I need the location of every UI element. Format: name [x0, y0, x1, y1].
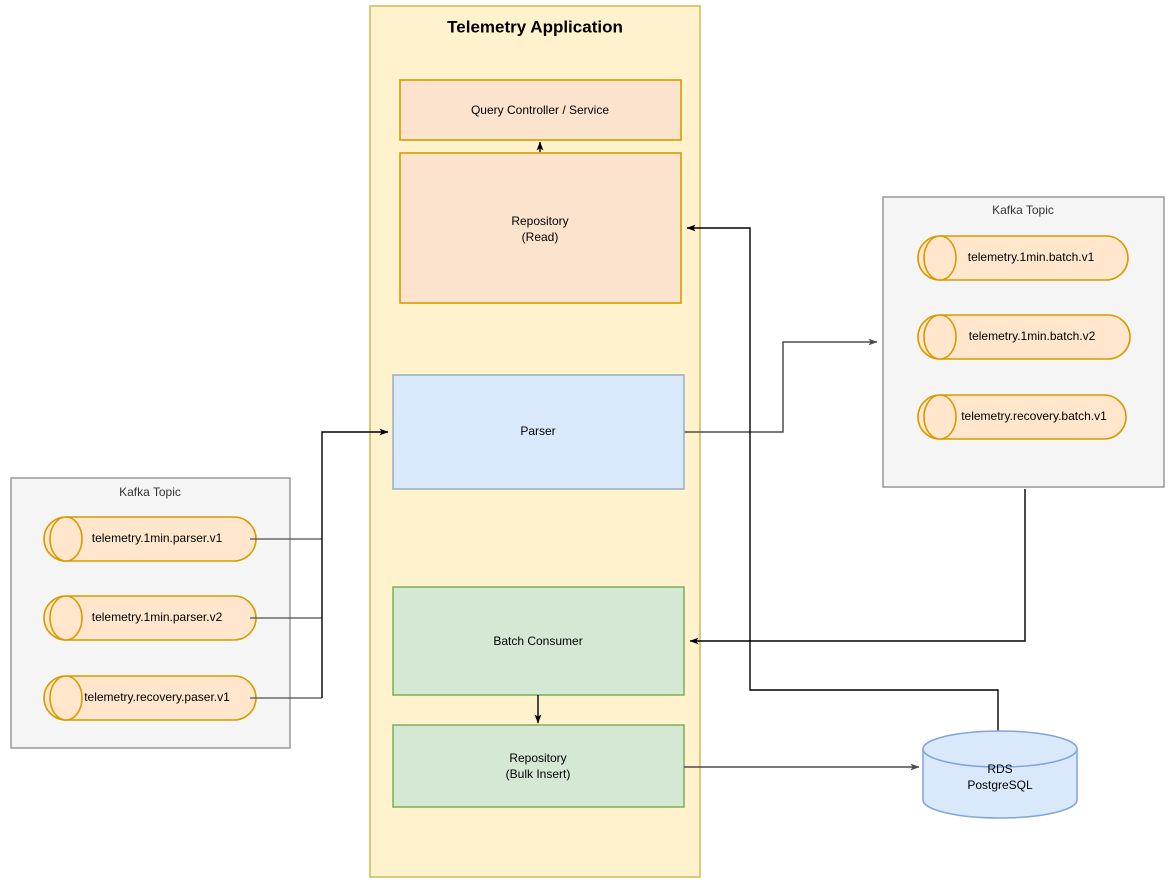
kafka-topic-label: telemetry.recovery.paser.v1	[84, 690, 230, 704]
kafka-topic-telemetry-1min-batch-v2[interactable]: telemetry.1min.batch.v2	[917, 314, 1131, 360]
edge-parser-to-kafka-right	[684, 338, 878, 433]
edge-kafka-right-to-repository-read	[686, 224, 751, 430]
edge-repository-read-to-rds	[749, 430, 999, 733]
node-parser[interactable]: Parser	[392, 374, 685, 490]
page-title: Telemetry Application	[447, 17, 623, 36]
node-query-controller-service[interactable]: Query Controller / Service	[399, 79, 682, 141]
kafka-topic-telemetry-recovery-paser-v1[interactable]: telemetry.recovery.paser.v1	[43, 675, 257, 721]
node-sublabel: (Read)	[522, 230, 559, 244]
kafka-topic-label: telemetry.1min.parser.v1	[92, 531, 223, 545]
edge-kafka-right-to-batch-consumer	[689, 489, 1026, 645]
node-label: Batch Consumer	[493, 634, 582, 648]
node-label: Query Controller / Service	[471, 103, 609, 117]
node-label: Repository	[511, 214, 568, 228]
node-label: RDS	[987, 762, 1012, 776]
kafka-left-group-label: Kafka Topic	[119, 485, 181, 499]
kafka-topic-telemetry-1min-parser-v1[interactable]: telemetry.1min.parser.v1	[43, 516, 257, 562]
node-rds-postgresql[interactable]: RDS PostgreSQL	[922, 730, 1078, 819]
kafka-topic-group-right: Kafka Topic telemetry.1min.batch.v1 tele…	[882, 196, 1165, 488]
edge-left-topics-to-parser	[250, 428, 389, 699]
node-label: Repository	[509, 751, 566, 765]
kafka-topic-telemetry-1min-parser-v2[interactable]: telemetry.1min.parser.v2	[43, 595, 257, 641]
kafka-right-group-label: Kafka Topic	[992, 203, 1054, 217]
kafka-topic-label: telemetry.recovery.batch.v1	[961, 409, 1107, 423]
kafka-topic-telemetry-recovery-batch-v1[interactable]: telemetry.recovery.batch.v1	[917, 394, 1127, 440]
kafka-topic-label: telemetry.1min.batch.v1	[968, 250, 1095, 264]
node-batch-consumer[interactable]: Batch Consumer	[392, 586, 685, 696]
node-repository-bulk-insert[interactable]: Repository (Bulk Insert)	[392, 724, 685, 808]
kafka-topic-label: telemetry.1min.parser.v2	[92, 610, 223, 624]
node-sublabel: (Bulk Insert)	[506, 767, 571, 781]
node-label: Parser	[520, 424, 555, 438]
node-sublabel: PostgreSQL	[967, 778, 1033, 792]
kafka-topic-label: telemetry.1min.batch.v2	[969, 329, 1096, 343]
kafka-topic-telemetry-1min-batch-v1[interactable]: telemetry.1min.batch.v1	[917, 235, 1129, 281]
kafka-topic-group-left: Kafka Topic telemetry.1min.parser.v1 tel…	[10, 477, 291, 749]
node-repository-read[interactable]: Repository (Read)	[399, 152, 682, 304]
